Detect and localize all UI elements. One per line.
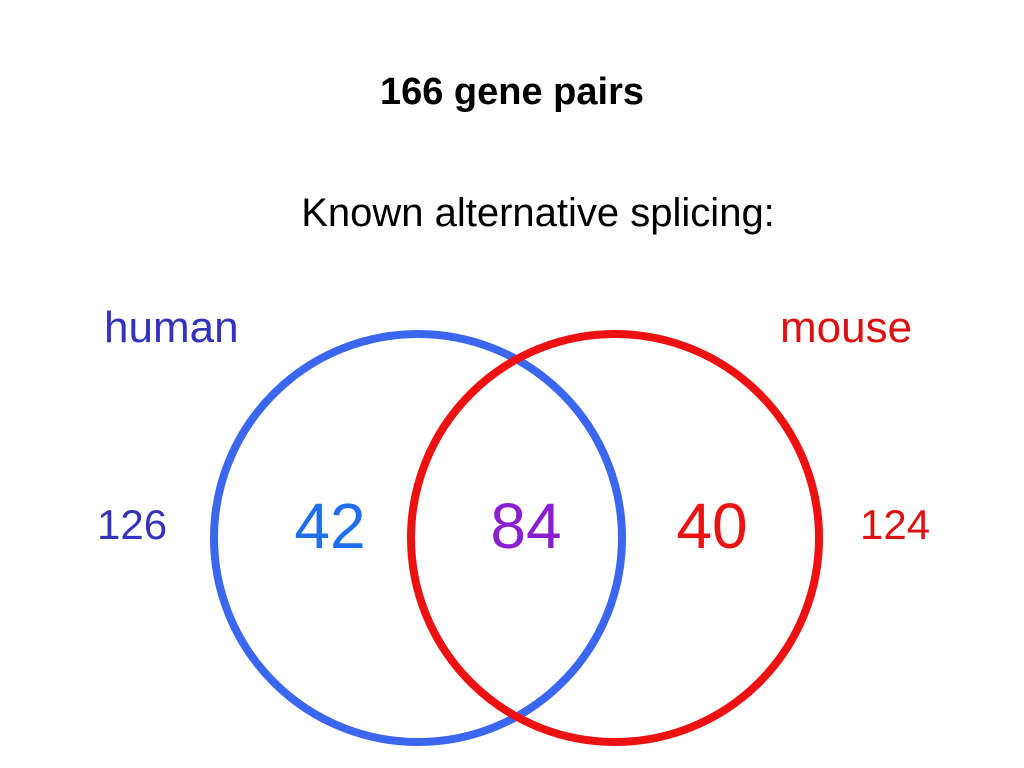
human-set-label: human <box>104 303 239 352</box>
human-set-circle <box>210 330 626 746</box>
mouse-total: 124 <box>860 501 931 548</box>
diagram-subtitle: Known alternative splicing: <box>301 191 775 235</box>
diagram-title: 166 gene pairs <box>379 71 645 113</box>
human-total: 126 <box>97 501 168 548</box>
human-only-count: 42 <box>294 490 366 562</box>
mouse-set-label: mouse <box>780 303 913 352</box>
mouse-only-count: 40 <box>676 490 748 562</box>
overlap-count: 84 <box>490 490 562 562</box>
mouse-set-circle <box>407 330 823 746</box>
